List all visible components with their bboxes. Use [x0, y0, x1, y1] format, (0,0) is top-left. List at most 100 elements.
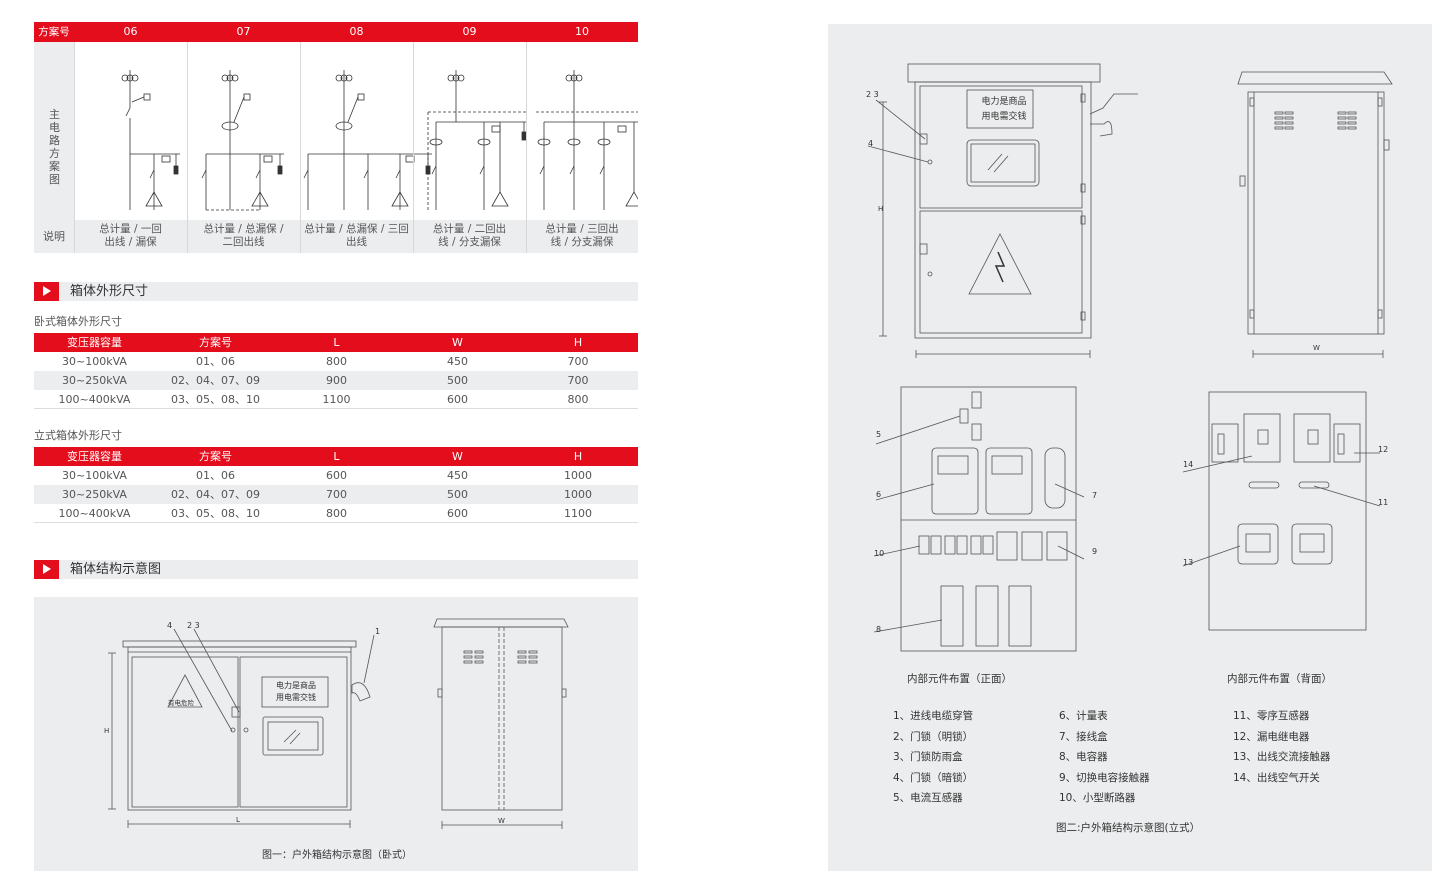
scheme-description-row: 说明 总计量 / 一回出线 / 漏保 总计量 / 总漏保 /二回出线 总计量 /…: [34, 220, 638, 253]
sign-text: 电力是商品用电需交钱: [976, 95, 1032, 125]
vent-slots: [1274, 111, 1357, 130]
th-h: H: [573, 450, 583, 463]
td: 100~400kVA: [58, 507, 131, 520]
scheme-header-10: 10: [575, 25, 589, 38]
callout-7: 7: [1092, 491, 1098, 500]
sign-line: 用电需交钱: [276, 693, 316, 702]
legend-item: 7、接线盒: [1059, 730, 1108, 743]
internal-back-panel: [1208, 391, 1367, 631]
scheme-header-09: 09: [462, 25, 477, 38]
legend-item: 11、零序互感器: [1233, 710, 1310, 722]
section-title-structure: 箱体结构示意图: [34, 560, 638, 579]
desc-line: 总计量 / 总漏保 / 三回: [304, 223, 409, 235]
desc-line: 线 / 分支漏保: [438, 236, 501, 248]
td: 100~400kVA: [58, 393, 131, 406]
scheme-header-row: 方案号 06 07 08 09 10: [34, 22, 638, 42]
td: 01、06: [196, 355, 235, 368]
back-caption: 内部元件布置（背面）: [1227, 673, 1332, 685]
legend-item: 9、切换电容接触器: [1059, 771, 1150, 784]
td: 800: [326, 507, 347, 520]
callout-12: 12: [1378, 445, 1389, 454]
circuit-diagram-07: [201, 70, 284, 211]
td: 30~100kVA: [62, 355, 127, 368]
td: 500: [447, 488, 468, 501]
desc-line: 线 / 分支漏保: [550, 236, 614, 248]
lower-door: [919, 210, 1083, 334]
scheme-header-08: 08: [349, 25, 364, 38]
legend-item: 1、进线电缆穿管: [893, 710, 974, 722]
scheme-diagram-row: [34, 42, 638, 240]
play-icon: [34, 282, 59, 301]
dim-l: L: [236, 816, 240, 824]
td: 600: [326, 469, 347, 482]
figure-2-drawing: [867, 63, 1393, 652]
figure-1-caption: 图一：户外箱结构示意图（卧式）: [262, 850, 412, 861]
callout-1: 1: [375, 627, 381, 636]
vertical-table-title: 立式箱体外形尺寸: [34, 429, 122, 442]
desc-line: 总计量 / 二回出: [432, 223, 507, 235]
circuit-diagrams: [121, 70, 638, 211]
td: 03、05、08、10: [171, 507, 260, 520]
callout-11: 11: [1378, 498, 1389, 507]
callout-4: 4: [868, 139, 874, 148]
internal-front-panel: [900, 386, 1077, 652]
callout-2-3: 2 3: [866, 90, 879, 99]
warning-triangle-icon: [167, 674, 203, 708]
th-h: H: [573, 336, 583, 349]
th-l: L: [333, 336, 340, 349]
td: 02、04、07、09: [171, 374, 260, 387]
divider: [300, 42, 301, 253]
th-capacity: 变压器容量: [67, 336, 122, 349]
sign-line: 用电需交钱: [981, 112, 1027, 122]
desc-line: 总计量 / 一回: [99, 223, 162, 235]
callout-2-3: 2 3: [187, 621, 200, 630]
divider: [413, 42, 414, 253]
th-w: W: [452, 336, 463, 349]
legend-item: 5、电流互感器: [893, 792, 963, 804]
right-door: [239, 656, 348, 808]
td: 450: [447, 469, 468, 482]
callout-8: 8: [876, 625, 882, 634]
sign-text: 电力是商品用电需交钱: [270, 680, 322, 704]
table-header-row: 变压器容量 方案号 L W H: [34, 447, 638, 466]
scheme-vertical-label-cell: 主电路方案图: [34, 42, 74, 240]
scheme-desc-06: 总计量 / 一回出线 / 漏保: [74, 223, 187, 251]
legend-item: 6、计量表: [1059, 710, 1108, 722]
desc-line: 总计量 / 总漏保 /: [203, 223, 284, 235]
legend-item: 12、漏电继电器: [1233, 730, 1310, 743]
td: 1000: [564, 488, 592, 501]
roof: [907, 63, 1101, 83]
figure-2-panel: 电力是商品用电需交钱 2 3 4 H W 5 6 7 10 9 8 14 12 …: [828, 24, 1432, 871]
figure-2-caption: 图二:户外箱结构示意图(立式）: [1056, 822, 1201, 834]
upper-door: [919, 85, 1083, 209]
circuit-diagram-10: [536, 70, 638, 210]
td: 1000: [564, 469, 592, 482]
desc-line: 出线: [346, 236, 367, 248]
th-scheme: 方案号: [199, 336, 232, 349]
scheme-vertical-label: 主电路方案图: [49, 108, 60, 186]
td: 700: [567, 374, 589, 387]
th-l: L: [333, 450, 340, 463]
desc-line: 总计量 / 三回出: [545, 223, 619, 235]
scheme-header-06: 06: [123, 25, 138, 38]
figure-1-drawing: [108, 618, 569, 829]
callout-6: 6: [876, 490, 882, 499]
td: 800: [567, 393, 589, 406]
legend-column-1: 1、进线电缆穿管 2、门锁（明锁） 3、门锁防雨盒 4、门锁（暗锁） 5、电流互…: [893, 706, 973, 809]
section-title-text: 箱体外形尺寸: [70, 284, 149, 299]
legend-item: 4、门锁（暗锁）: [893, 771, 974, 784]
main-circuit-scheme-table: 方案号 06 07 08 09 10: [34, 22, 638, 253]
desc-line: 二回出线: [222, 236, 265, 248]
horizontal-table-title: 卧式箱体外形尺寸: [34, 315, 122, 328]
desc-line: 出线 / 漏保: [104, 236, 157, 248]
td: 30~250kVA: [62, 374, 127, 387]
td: 02、04、07、09: [171, 488, 260, 501]
